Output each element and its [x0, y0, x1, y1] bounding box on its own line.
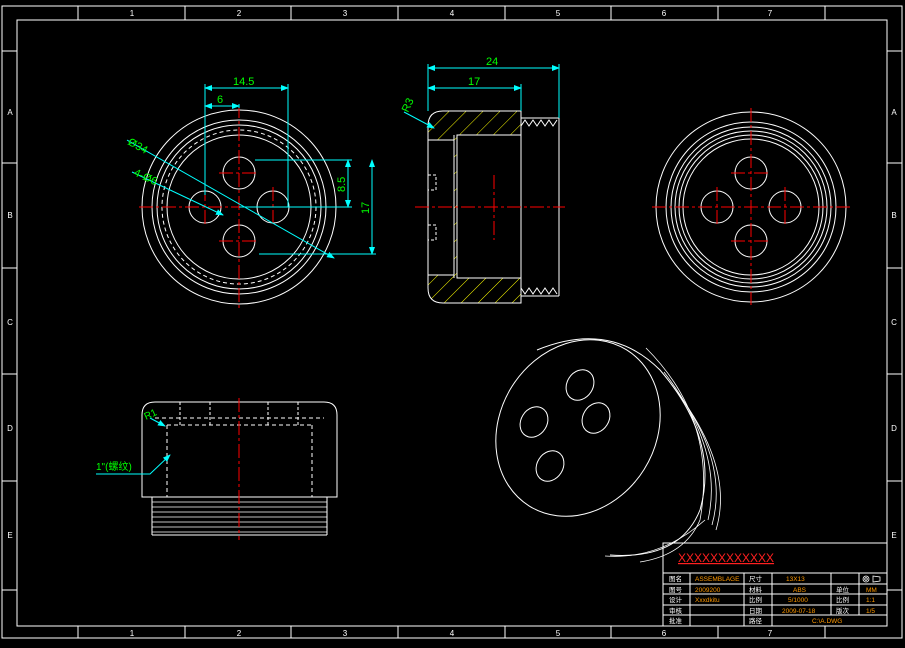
dim-24: 24: [486, 56, 498, 68]
tb-r1-c4: 单位: [836, 585, 850, 594]
tb-r0-c3: 13X13: [786, 576, 805, 583]
drawing-frame: [1, 5, 903, 639]
zone-right-c: C: [891, 318, 897, 327]
tb-r2-c1: Xxxdkitu: [695, 597, 720, 604]
section-view: 24 17 R3: [400, 56, 565, 304]
tb-r2-c4: 比例: [836, 595, 849, 604]
zone-bottom-2: 2: [237, 629, 242, 638]
section-dim-text: 24 17 R3: [400, 56, 498, 114]
zone-top-3: 3: [343, 9, 348, 18]
zone-right-e: E: [891, 531, 896, 540]
zone-top-4: 4: [450, 9, 455, 18]
zone-left-b: B: [7, 211, 12, 220]
dim-17: 17: [360, 202, 372, 214]
zone-top-7: 7: [768, 9, 773, 18]
tb-r1-c5: MM: [866, 587, 877, 594]
tb-r3-c3: 2009-07-18: [782, 608, 816, 615]
tb-r4-c0: 批准: [669, 616, 683, 625]
projection-symbol-icon: [862, 575, 881, 583]
zone-bottom-3: 3: [343, 629, 348, 638]
zone-top-6: 6: [662, 9, 667, 18]
tb-r0-c0: 图名: [669, 574, 682, 583]
front-view-dimensions: [126, 84, 376, 259]
zone-right-d: D: [891, 424, 897, 433]
front-view: 14.5 6 8.5 17 Ø34 4-Ø6: [126, 76, 376, 308]
zone-bottom-6: 6: [662, 629, 667, 638]
dim-14-5: 14.5: [233, 76, 254, 88]
tb-r2-c2: 比例: [749, 595, 762, 604]
section-dimensions: [403, 64, 560, 129]
zone-labels: 1 2 3 4 5 6 7 1 2 3 4 5 6 7 A B C D E A …: [7, 9, 897, 638]
zone-right-b: B: [891, 211, 896, 220]
zone-bottom-5: 5: [556, 629, 561, 638]
zone-bottom-7: 7: [768, 629, 773, 638]
side-view: R1 1"(螺纹): [96, 398, 338, 540]
zone-bottom-1: 1: [130, 629, 135, 638]
dim-8-5: 8.5: [336, 177, 348, 192]
tb-r4-c3: C:\A.DWG: [812, 618, 842, 625]
zone-left-e: E: [7, 531, 12, 540]
dim-4-holes: 4-Ø6: [132, 167, 159, 188]
section-centerlines: [415, 175, 565, 240]
right-view: [652, 108, 850, 305]
tb-r3-c0: 审核: [669, 606, 683, 615]
tb-r0-c1: ASSEMBLAGE: [695, 576, 740, 583]
zone-top-2: 2: [237, 9, 242, 18]
isometric-view: [495, 338, 721, 563]
zone-bottom-4: 4: [450, 629, 455, 638]
dim-6: 6: [217, 94, 223, 106]
tb-r3-c5: 1/5: [866, 608, 875, 615]
tb-r3-c4: 版次: [836, 606, 850, 615]
tb-r0-c2: 尺寸: [749, 574, 763, 583]
tb-r2-c0: 设计: [669, 595, 683, 604]
front-view-centerlines: [139, 104, 339, 308]
tb-r1-c2: 材料: [749, 585, 763, 594]
zone-left-a: A: [7, 108, 13, 117]
tb-r1-c1: 2009200: [695, 587, 721, 594]
tb-r3-c2: 日期: [749, 607, 763, 615]
zone-left-d: D: [7, 424, 13, 433]
tb-r1-c3: ABS: [793, 587, 807, 594]
tb-r4-c2: 路径: [749, 616, 763, 625]
iso-hole-4: [535, 450, 565, 482]
zone-left-c: C: [7, 318, 13, 327]
zone-right-a: A: [891, 108, 897, 117]
iso-hole-2: [519, 406, 549, 438]
tb-r2-c5: 1:1: [866, 597, 875, 604]
zone-top-1: 1: [130, 9, 135, 18]
dim-17-section: 17: [468, 76, 480, 88]
zone-top-5: 5: [556, 9, 561, 18]
tb-r1-c0: 图号: [669, 586, 683, 594]
tb-r2-c3: 5/1000: [788, 597, 808, 604]
dim-dia-34: Ø34: [126, 136, 150, 157]
iso-hole-1: [565, 369, 595, 401]
title-block: XXXXXXXXXXXX 图名 ASSEMBLAGE 尺寸 13X13 图号 2…: [662, 542, 888, 627]
title-block-title: XXXXXXXXXXXX: [678, 551, 774, 565]
dim-r3: R3: [400, 96, 417, 114]
iso-hole-3: [581, 402, 611, 434]
label-thread: 1"(螺纹): [96, 460, 132, 473]
label-r1: R1: [143, 407, 160, 423]
